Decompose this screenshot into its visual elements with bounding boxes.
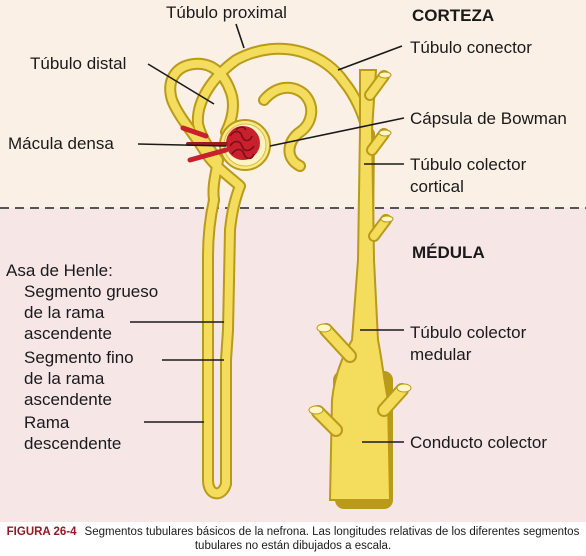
glomerulus	[180, 125, 260, 163]
descending-label-line2: descendente	[24, 434, 121, 453]
cortex-region	[0, 0, 586, 208]
cortical-collecting-label-line2: cortical	[410, 177, 464, 196]
medulla-region	[0, 208, 586, 522]
thin-ascending-label-line3: ascendente	[24, 390, 112, 409]
medullary-collecting-label-line1: Túbulo colector	[410, 323, 527, 342]
descending-label-line1: Rama	[24, 413, 70, 432]
medulla-label: MÉDULA	[412, 243, 485, 262]
thick-ascending-label-line3: ascendente	[24, 324, 112, 343]
proximal-tubule-label: Túbulo proximal	[166, 3, 287, 22]
thin-ascending-label-line2: de la rama	[24, 369, 105, 388]
connecting-tubule-label: Túbulo conector	[410, 38, 532, 57]
nephron-diagram: CORTEZA MÉDULA Túbulo proximal Túbulo di…	[0, 0, 586, 522]
leader-lines	[130, 23, 405, 443]
medullary-collecting-label-line2: medular	[410, 345, 472, 364]
henle-title-label: Asa de Henle:	[6, 261, 113, 280]
thick-ascending-label-line1: Segmento grueso	[24, 282, 158, 301]
figure-id: FIGURA 26-4	[6, 526, 77, 538]
thin-ascending-label-line1: Segmento fino	[24, 348, 134, 367]
collecting-duct	[308, 69, 412, 501]
figure-caption-text: Segmentos tubulares básicos de la nefron…	[84, 526, 580, 552]
cortex-label: CORTEZA	[412, 6, 494, 25]
figure-caption: FIGURA 26-4 Segmentos tubulares básicos d…	[0, 525, 586, 553]
collecting-duct-label: Conducto colector	[410, 433, 547, 452]
cortical-collecting-label-line1: Túbulo colector	[410, 155, 527, 174]
distal-tubule-label: Túbulo distal	[30, 54, 126, 73]
macula-densa-label: Mácula densa	[8, 134, 114, 153]
thick-ascending-label-line2: de la rama	[24, 303, 105, 322]
bowman-capsule-label: Cápsula de Bowman	[410, 109, 567, 128]
